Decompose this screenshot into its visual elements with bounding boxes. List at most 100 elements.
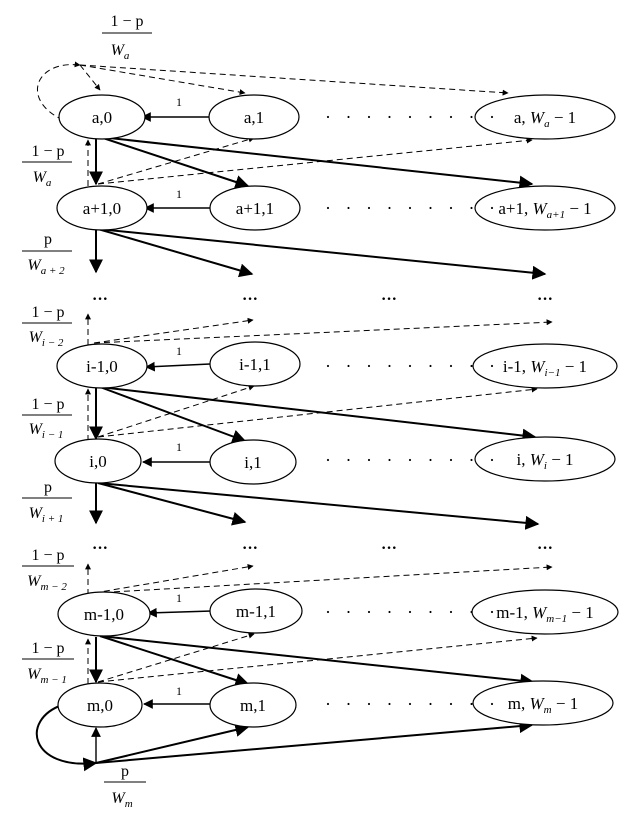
state-label: i-1,1 <box>239 355 271 374</box>
state-label: i, Wi − 1 <box>516 450 573 472</box>
hdots-row-a1: · · · · · · · · · <box>325 198 500 218</box>
state-i-0: i,0 <box>54 438 142 484</box>
state-a1-1: a+1,1 <box>209 185 301 231</box>
state-label: a, Wa − 1 <box>514 108 576 130</box>
state-label: i,1 <box>244 453 261 472</box>
svg-text:Wi − 2: Wi − 2 <box>29 329 64 349</box>
weight-c1-c0: 1 <box>176 344 182 358</box>
dashed-a0-to-a1-arc <box>79 64 101 91</box>
svg-text:1 − p: 1 − p <box>31 640 64 657</box>
state-a-0: a,0 <box>58 94 146 140</box>
state-label: a+1,0 <box>83 199 121 218</box>
fraction-i-plus-1: p Wi + 1 <box>22 479 72 525</box>
dashed-top-to-aW <box>79 64 509 96</box>
fraction-a: 1 − p Wa <box>22 143 72 189</box>
state-label: a,1 <box>244 108 264 127</box>
state-a-1: a,1 <box>208 94 300 140</box>
state-label: i-1,0 <box>86 357 118 376</box>
cont-dots: ··· <box>242 540 258 557</box>
fraction-i-minus-1: 1 − p Wi − 1 <box>22 396 72 441</box>
edge-a0-to-bW <box>99 136 534 190</box>
dashed-b0-to-a1 <box>97 136 255 185</box>
state-m-minus-1-W: m-1, Wm−1 − 1 <box>471 589 619 635</box>
state-a1-W: a+1, Wa+1 − 1 <box>474 185 616 231</box>
dashed-top-to-a1 <box>79 64 246 96</box>
edges <box>35 61 553 772</box>
hdots-row-m: · · · · · · · · · <box>325 694 500 714</box>
fraction-i-minus-2: 1 − p Wi − 2 <box>22 304 72 349</box>
weight-d1-d0: 1 <box>176 440 182 454</box>
cont-dots: ··· <box>92 291 108 308</box>
edge-e0-to-fW <box>99 635 535 688</box>
svg-text:Wi + 1: Wi + 1 <box>29 505 64 525</box>
edge-f0-self-loop <box>35 704 98 772</box>
dashed-d0-to-c1 <box>97 384 255 438</box>
state-m-1: m,1 <box>209 682 297 728</box>
edge-e0-to-f1 <box>99 635 250 687</box>
state-label: m-1, Wm−1 − 1 <box>496 603 594 625</box>
edge-weights: 1 1 1 1 1 1 <box>176 95 182 698</box>
horizontal-ellipses: · · · · · · · · · · · · · · · · · · · · … <box>325 107 500 714</box>
fraction-m-minus-2: 1 − p Wm − 2 <box>22 547 74 593</box>
edge-c0-to-dW <box>99 386 537 443</box>
cont-dots: ··· <box>537 291 553 308</box>
state-label: m,0 <box>87 696 113 715</box>
svg-text:Wm − 2: Wm − 2 <box>27 573 67 593</box>
state-label: m-1,0 <box>84 605 124 624</box>
svg-text:Wm − 1: Wm − 1 <box>27 666 67 686</box>
dashed-d0-to-cW <box>97 386 538 438</box>
state-label: m-1,1 <box>236 602 276 621</box>
edge-c1-to-c0 <box>145 361 211 372</box>
dashed-loop-a0 <box>36 61 81 121</box>
fraction-top: 1 − p Wa <box>102 13 152 62</box>
state-a1-0: a+1,0 <box>56 185 148 231</box>
edge-base-to-fW <box>95 719 534 764</box>
continuation-dots: ··· ··· ··· ··· ··· ··· ··· ··· <box>92 291 553 557</box>
state-i-minus-1-0: i-1,0 <box>56 343 148 389</box>
edge-a0-to-b1 <box>99 136 250 189</box>
svg-text:p: p <box>44 479 52 496</box>
edge-d0-to-next-1 <box>97 482 247 526</box>
weight-f1-f0: 1 <box>176 684 182 698</box>
nodes: a,0 a,1 a, Wa − 1 a+1,0 a+1,1 a+1, Wa+1 … <box>54 94 619 728</box>
state-label: i-1, Wi−1 − 1 <box>503 357 587 379</box>
edge-d0-to-next-W <box>97 482 540 530</box>
state-m-minus-1-0: m-1,0 <box>57 591 151 637</box>
svg-text:Wa + 2: Wa + 2 <box>27 257 65 277</box>
svg-text:Wa: Wa <box>33 169 52 189</box>
fraction-m-minus-1: 1 − p Wm − 1 <box>22 640 74 686</box>
state-i-W: i, Wi − 1 <box>474 436 616 482</box>
svg-text:Wi − 1: Wi − 1 <box>29 421 64 441</box>
cont-dots: ··· <box>242 291 258 308</box>
svg-text:1 − p: 1 − p <box>31 304 64 321</box>
svg-text:1 − p: 1 − p <box>31 143 64 160</box>
dashed-f0-to-eW <box>97 635 538 683</box>
state-label: a,0 <box>92 108 112 127</box>
hdots-row-i-minus-1: · · · · · · · · · <box>325 356 500 376</box>
edge-e1-to-e0 <box>147 607 213 618</box>
cont-dots: ··· <box>381 540 397 557</box>
state-label: a+1,1 <box>236 199 274 218</box>
state-label: a+1, Wa+1 − 1 <box>498 199 591 221</box>
weight-b1-b0: 1 <box>176 187 182 201</box>
cont-dots: ··· <box>537 540 553 557</box>
dashed-b0-to-aW <box>97 137 533 185</box>
state-i-minus-1-W: i-1, Wi−1 − 1 <box>472 343 618 389</box>
svg-text:p: p <box>44 231 52 248</box>
hdots-row-m-minus-1: · · · · · · · · · <box>325 602 500 622</box>
svg-text:Wa: Wa <box>111 42 130 62</box>
cont-dots: ··· <box>92 540 108 557</box>
edge-c0-to-d1 <box>99 386 247 444</box>
fraction-labels: 1 − p Wa 1 − p Wa p Wa + 2 1 − p Wi − 2 … <box>22 13 152 810</box>
state-label: m, Wm − 1 <box>508 694 578 716</box>
state-label: m,1 <box>240 696 266 715</box>
dashed-e0-to-prev-W <box>93 564 553 594</box>
svg-text:1 − p: 1 − p <box>31 396 64 413</box>
edge-b0-to-next-1 <box>97 228 254 278</box>
svg-text:1 − p: 1 − p <box>31 547 64 564</box>
state-i-minus-1-1: i-1,1 <box>209 341 301 387</box>
state-a-W: a, Wa − 1 <box>474 94 616 140</box>
svg-text:Wm: Wm <box>111 790 132 810</box>
fraction-a-plus-2: p Wa + 2 <box>22 231 72 277</box>
